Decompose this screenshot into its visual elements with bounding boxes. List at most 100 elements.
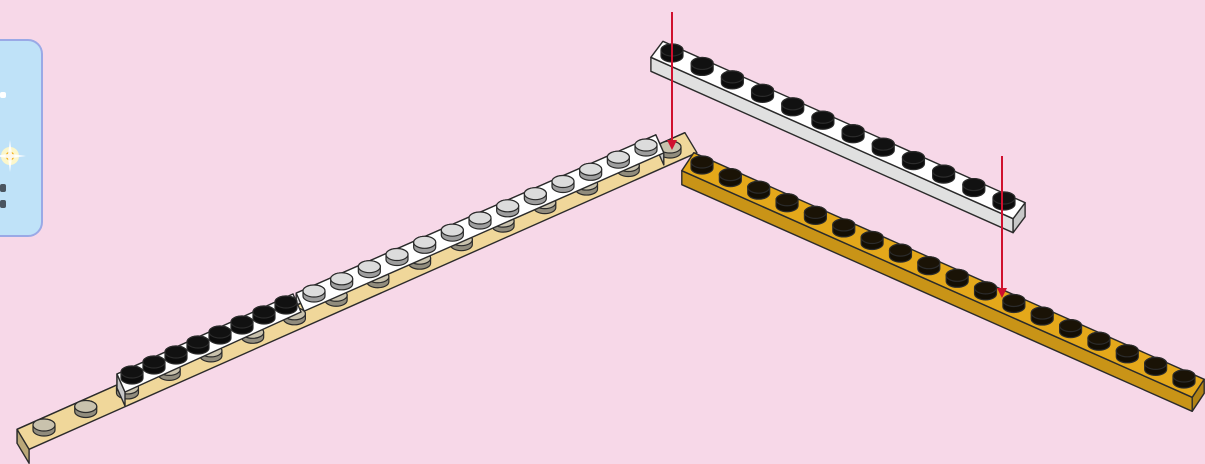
stud [775, 193, 799, 213]
stud-top [413, 235, 437, 249]
stud [1058, 319, 1083, 339]
stud [832, 218, 856, 238]
stud [142, 355, 166, 375]
stud [1087, 331, 1111, 351]
stud-top [208, 325, 232, 339]
stud-top [1087, 331, 1111, 345]
bricks-layer [16, 40, 1205, 464]
stud-top [468, 211, 492, 225]
stud-top [992, 191, 1016, 205]
stud [841, 124, 865, 144]
stud [634, 138, 658, 157]
stud-top [120, 365, 144, 379]
stud-top [164, 345, 188, 359]
stud-top [252, 305, 276, 319]
stud-top [1115, 344, 1139, 358]
stud-top [932, 164, 956, 178]
stud-top [720, 70, 744, 84]
stud-top [523, 187, 547, 201]
stud [992, 191, 1016, 211]
stud-top [747, 180, 771, 194]
stud [871, 137, 895, 157]
stud-top [803, 205, 828, 219]
stud-top [832, 218, 856, 232]
stud [690, 56, 714, 77]
stud-top [917, 256, 941, 270]
incoming-white-plate-top-face [650, 40, 1026, 220]
stud [747, 180, 771, 200]
stud-top [775, 193, 799, 207]
stud [860, 230, 884, 251]
stud [901, 151, 926, 171]
stud-top [440, 223, 464, 237]
stud [208, 325, 232, 345]
stud [932, 164, 956, 184]
stud [945, 268, 969, 288]
stud-top [1002, 293, 1026, 308]
arrows-layer [667, 12, 1007, 298]
stud [781, 97, 805, 117]
stud [888, 243, 913, 263]
stud-top [1030, 306, 1054, 320]
stud-top [841, 124, 865, 138]
stud [803, 205, 828, 225]
stud [120, 365, 144, 385]
stud-top [811, 110, 835, 124]
stud-top [302, 284, 326, 298]
stud [523, 187, 547, 206]
stud [1172, 369, 1196, 389]
stud [690, 155, 714, 175]
gold-right-plate [681, 151, 1205, 412]
stud-top [357, 260, 381, 274]
stud-top [781, 97, 805, 111]
stud-top [1058, 319, 1083, 333]
hint-panel [0, 39, 43, 237]
stud-top [551, 174, 575, 189]
stud [750, 83, 775, 103]
stud [606, 150, 630, 169]
stud [74, 399, 98, 419]
stud [186, 335, 210, 355]
stud [252, 305, 276, 325]
stud [302, 284, 326, 303]
incoming-white-plate [650, 40, 1026, 234]
stud [962, 177, 986, 198]
stud-top [385, 247, 409, 262]
stud-top [274, 295, 298, 309]
hint-stud-mark [0, 200, 6, 208]
stud-top [230, 315, 254, 329]
stud-top [962, 177, 986, 192]
stud [413, 235, 437, 254]
stud-top [1172, 369, 1196, 383]
front-left-plate [116, 293, 302, 407]
stud [230, 315, 254, 335]
stud [164, 345, 188, 365]
stud [330, 272, 354, 291]
stud [811, 110, 835, 130]
placement-arrow-2 [997, 156, 1007, 298]
stud [1144, 356, 1168, 376]
stud-top [871, 137, 895, 151]
stud [1002, 293, 1026, 314]
stud [917, 256, 941, 276]
stud [440, 223, 464, 242]
stud-top [945, 268, 969, 282]
stud-top [1144, 356, 1168, 371]
stud [973, 281, 998, 301]
sparkle-icon [0, 140, 26, 172]
stud [1115, 344, 1139, 364]
stud [720, 70, 744, 90]
stud-top [973, 281, 998, 295]
stud-top [142, 355, 166, 369]
stud-top [32, 418, 56, 432]
stud-top [74, 399, 98, 414]
stud-top [718, 167, 742, 182]
stud-top [330, 272, 354, 286]
stud [496, 199, 520, 218]
hint-stud-mark [0, 92, 6, 98]
stud-top [750, 83, 775, 97]
stud [32, 418, 56, 437]
stud-top [690, 155, 714, 169]
stud-top [606, 150, 630, 164]
